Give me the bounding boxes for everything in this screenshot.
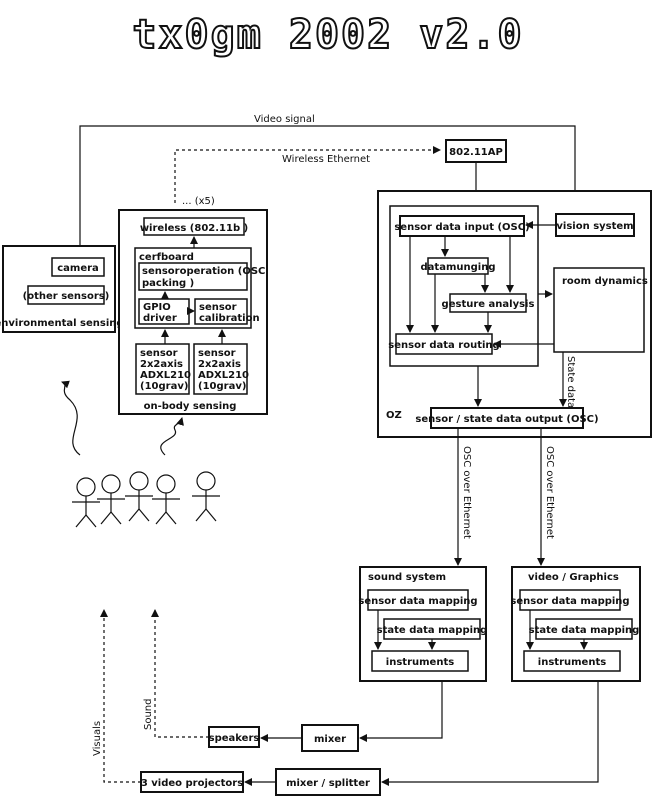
sound-to-mixer-arrow [359, 681, 443, 742]
mixer-splitter-label: mixer / splitter [286, 778, 370, 789]
sensor-calibration-box [194, 298, 248, 325]
gpio-driver-label-2: driver [143, 313, 177, 324]
video-sensor-mapping-label: sensor data mapping [510, 596, 629, 607]
sound-system-label: sound system [368, 572, 446, 583]
mixer-splitter-box [275, 768, 381, 796]
visuals-feedback-arrow [100, 609, 141, 783]
access-point-label: 802.11AP [449, 147, 503, 158]
other-sensors-label: (other sensors) [23, 291, 110, 302]
data-munging-box [427, 257, 489, 275]
wireless-module-label: wireless (802.11b ) [140, 223, 248, 234]
mixer-label: mixer [314, 734, 346, 745]
video-signal-label: Video signal [254, 114, 315, 125]
sound-instruments-label: instruments [386, 657, 454, 668]
sound-sensor-mapping-box [367, 589, 469, 611]
wireless-module-box [143, 217, 245, 236]
osc-ethernet-label-1: OSC over Ethernet [461, 446, 472, 539]
projectors-label: 3 video projectors [141, 778, 243, 789]
sound-label: Sound [143, 699, 154, 731]
visuals-label: Visuals [92, 721, 103, 756]
sensor-operation-box [138, 262, 248, 291]
adxl1-line4: (10grav) [140, 381, 188, 392]
speakers-label: speakers [209, 733, 260, 744]
diagram-title: tx0gm 2002 v2.0 [132, 12, 523, 58]
adxl2-line4: (10grav) [198, 381, 246, 392]
sound-state-mapping-label: state data mapping [377, 625, 488, 636]
room-dynamics-box [553, 267, 645, 353]
state-data-label: State data [565, 356, 576, 408]
environmental-sensing-label: environmental sensing [0, 318, 124, 329]
video-instruments-label: instruments [538, 657, 606, 668]
video-sensor-mapping-box [519, 589, 621, 611]
cerfboard-label: cerfboard [139, 252, 194, 263]
sound-feedback-arrow [151, 609, 209, 738]
sound-sensor-mapping-label: sensor data mapping [358, 596, 477, 607]
adxl2-line3: ADXL210 [198, 370, 249, 381]
vision-system-label: vision system [556, 221, 633, 232]
video-signal-line [79, 125, 579, 250]
wireless-ethernet-label: Wireless Ethernet [282, 154, 370, 165]
sensor-routing-box [395, 333, 493, 355]
body-curvy-arrow [160, 417, 184, 456]
video-graphics-label: video / Graphics [528, 572, 619, 583]
sensor-routing-label: sensor data routing [388, 340, 499, 351]
x5-label: ... (x5) [182, 196, 215, 207]
room-dynamics-label: room dynamics [562, 276, 648, 287]
sensor-input-label: sensor data input (OSC) [394, 222, 529, 233]
state-output-label: sensor / state data output (OSC) [415, 414, 598, 425]
data-munging-label: datamunging [421, 262, 496, 273]
camera-box [51, 257, 105, 277]
adxl1-line3: ADXL210 [140, 370, 191, 381]
on-body-sensing-label: on-body sensing [144, 401, 237, 412]
adxl2-line1: sensor [198, 348, 236, 359]
adxl1-line1: sensor [140, 348, 178, 359]
oz-label: OZ [386, 410, 402, 421]
gesture-analysis-label: gesture analysis [442, 299, 535, 310]
gpio-driver-label-1: GPIO [143, 302, 171, 313]
sensor-operation-label-2: packing ) [142, 278, 194, 289]
adxl-sensor-1-box [135, 343, 190, 395]
performers-figures [72, 471, 220, 528]
sensor-input-box [399, 215, 525, 237]
wireless-ethernet-line [174, 146, 441, 203]
sound-instruments-box [371, 650, 469, 672]
osc-ethernet-label-2: OSC over Ethernet [544, 446, 555, 539]
video-instruments-box [523, 650, 621, 672]
env-curvy-arrow [61, 380, 81, 456]
adxl2-line2: 2x2axis [198, 359, 241, 370]
adxl-sensor-2-box [193, 343, 248, 395]
camera-label: camera [57, 263, 99, 274]
video-to-splitter-arrow [381, 681, 599, 786]
other-sensors-box [27, 285, 105, 305]
adxl1-line2: 2x2axis [140, 359, 183, 370]
sensor-operation-label-1: sensoroperation (OSC [142, 266, 265, 277]
sensor-calibration-label-2: calibration [199, 313, 260, 324]
video-state-mapping-label: state data mapping [529, 625, 640, 636]
sensor-calibration-label-1: sensor [199, 302, 237, 313]
state-output-box [430, 407, 584, 429]
